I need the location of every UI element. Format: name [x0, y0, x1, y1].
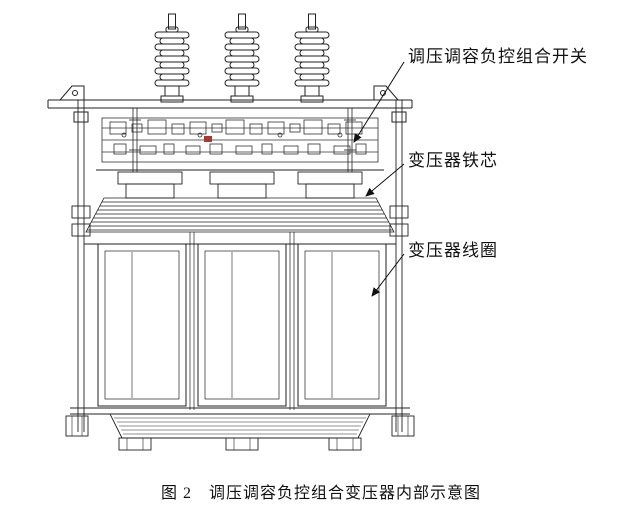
- base-structure: [65, 407, 415, 451]
- leader-core: [365, 163, 405, 197]
- upper-clamps: [96, 169, 384, 199]
- leader-coil: [371, 253, 405, 297]
- leader-switch: [353, 61, 405, 143]
- label-transformer-coil: 变压器线圈: [408, 241, 498, 260]
- leader-lines: [353, 61, 405, 297]
- label-transformer-core: 变压器铁芯: [408, 151, 498, 170]
- side-frames: [71, 100, 409, 432]
- switch-indicator-detail: [204, 136, 212, 142]
- bushings: [154, 13, 330, 103]
- transformer-coils: [84, 232, 396, 410]
- figure-caption: 图 2 调压调容负控组合变压器内部示意图: [160, 485, 481, 502]
- top-plate: [47, 85, 413, 123]
- combination-switch-assembly: [101, 117, 379, 163]
- transformer-core: [85, 197, 395, 233]
- label-combination-switch: 调压调容负控组合开关: [408, 47, 588, 66]
